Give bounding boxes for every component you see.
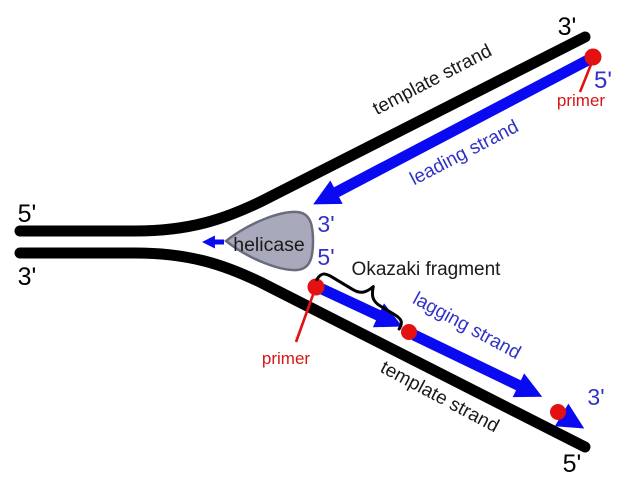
primer-dot-lagging-2	[401, 324, 417, 340]
primer-label-bottom: primer	[262, 349, 311, 368]
end-label-left-bottom-3: 3'	[18, 263, 37, 291]
end-label-fork-3: 3'	[317, 211, 334, 237]
okazaki-brace	[315, 272, 403, 331]
template-strand-bottom-path	[14, 247, 591, 453]
template-strand-top-path	[14, 31, 591, 237]
okazaki-fragment-1-arrow	[319, 284, 403, 328]
end-label-left-top-5: 5'	[18, 200, 37, 228]
helicase-label: helicase	[233, 234, 305, 256]
end-label-top-right-5: 5'	[594, 67, 612, 94]
primer-dot-lagging-3	[550, 404, 566, 420]
primer-pointer-line-top	[578, 61, 594, 93]
okazaki-fragment-label: Okazaki fragment	[352, 259, 502, 280]
helicase-shape	[223, 210, 315, 272]
primer-dot-leading	[584, 48, 602, 66]
end-label-bottom-right-3: 3'	[587, 384, 604, 410]
end-label-top-right-3: 3'	[558, 13, 577, 41]
primer-dot-lagging-1	[307, 278, 325, 296]
primer-pointer-line-bottom	[294, 291, 316, 343]
primer-label-top: primer	[557, 91, 606, 110]
end-label-fork-5: 5'	[317, 244, 334, 270]
end-label-bottom-right-5: 5'	[563, 450, 582, 478]
okazaki-fragment-2-arrow	[411, 330, 543, 398]
leading-strand-arrow	[313, 54, 593, 205]
